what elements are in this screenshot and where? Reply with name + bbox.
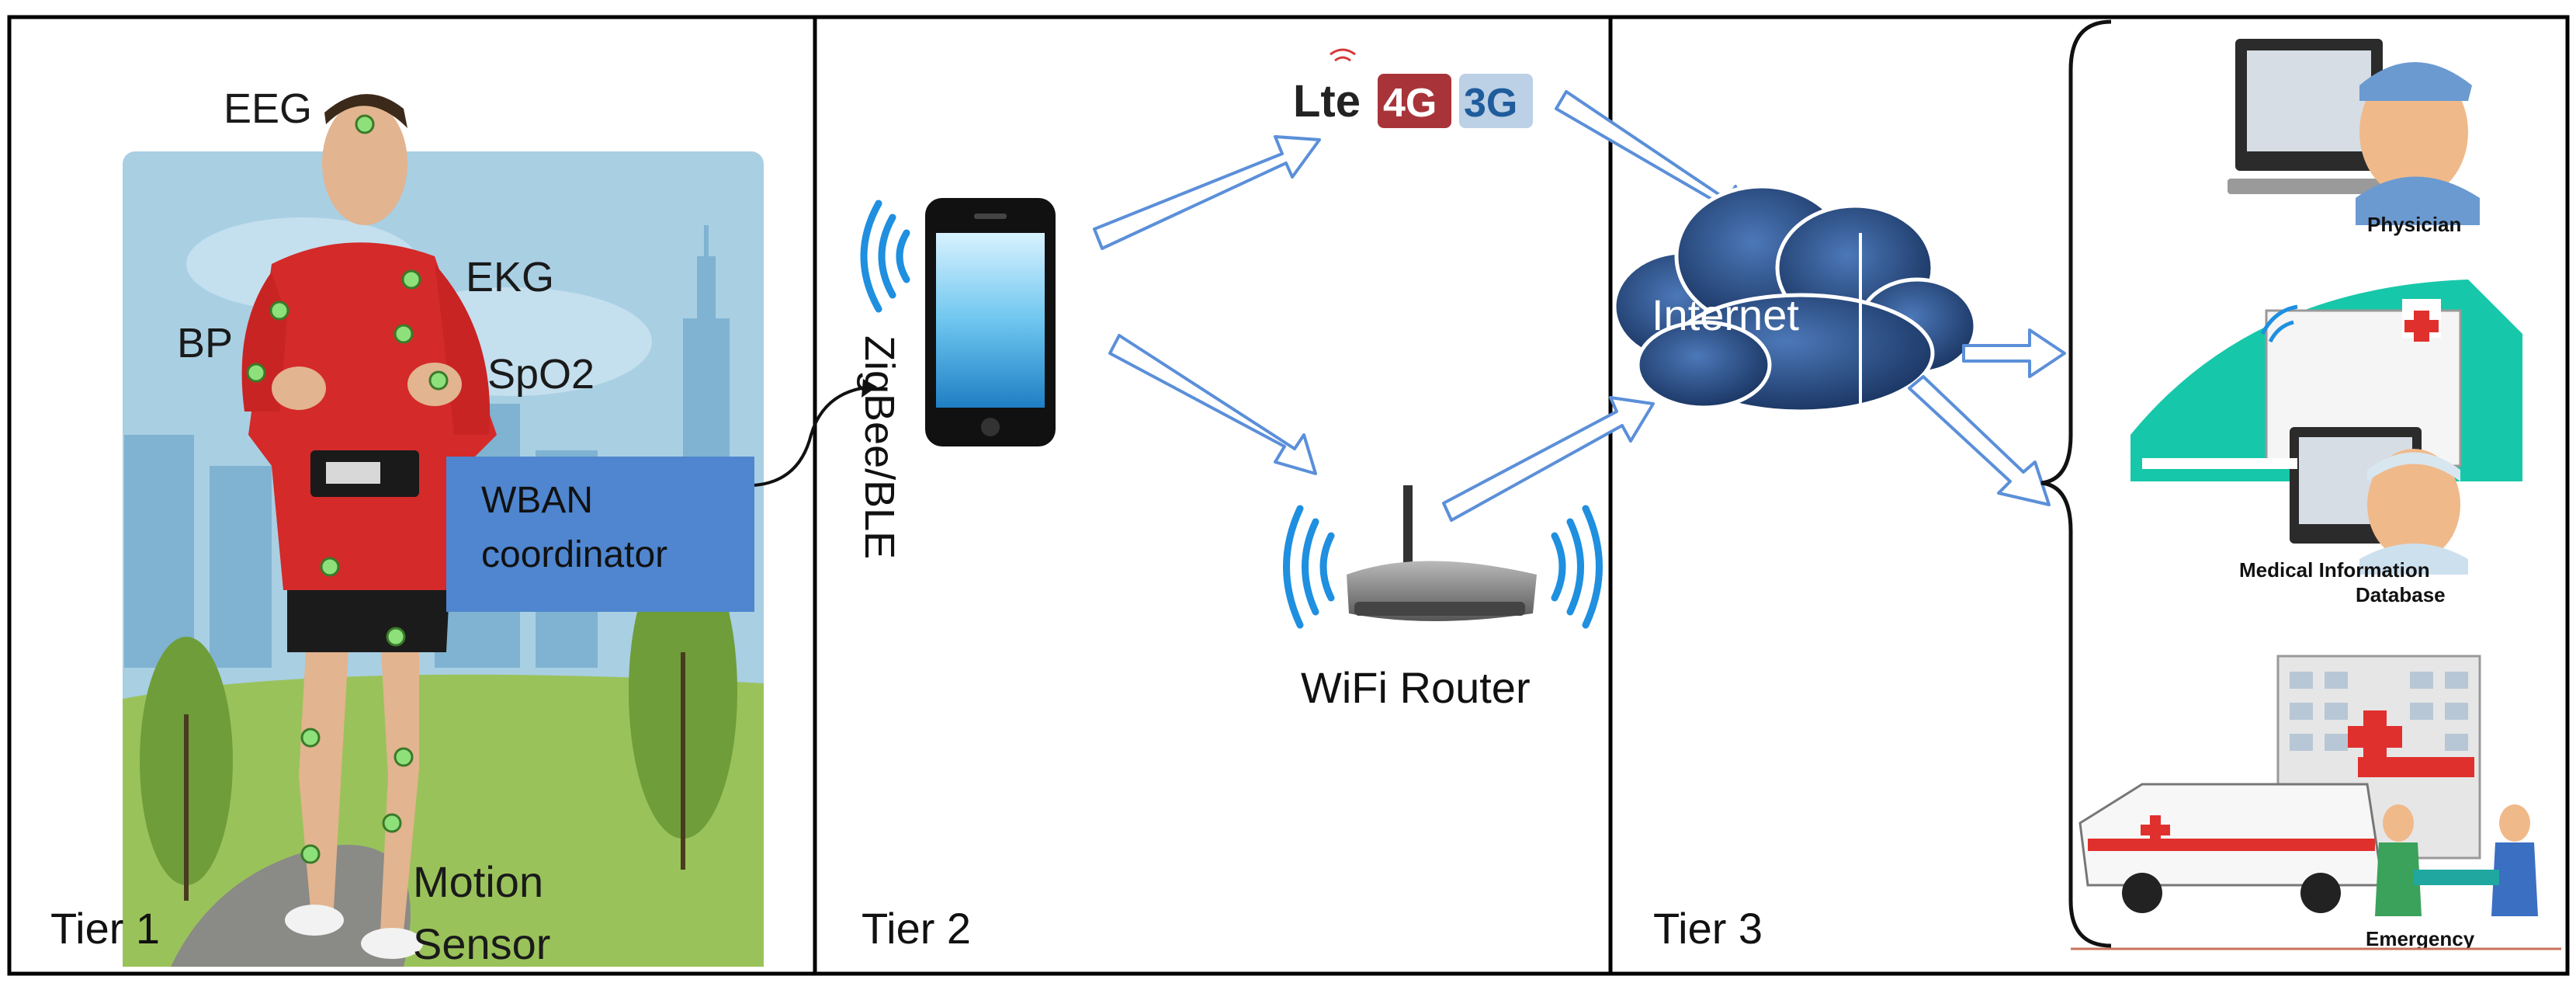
3g-label: 3G bbox=[1464, 81, 1517, 126]
wifi-router-label: WiFi Router bbox=[1301, 663, 1531, 712]
sensor-label-sensor: Sensor bbox=[413, 919, 550, 968]
emergency-label: Emergency bbox=[2366, 927, 2475, 950]
physician-icon bbox=[2228, 39, 2480, 225]
medical-db-label-line1: Medical Information bbox=[2239, 558, 2430, 582]
wban-coordinator-line2: coordinator bbox=[481, 534, 667, 575]
medical-db-label-line2: Database bbox=[2356, 583, 2446, 606]
wifi-router-icon bbox=[1283, 485, 1603, 629]
4g-label: 4G bbox=[1383, 81, 1437, 126]
medical-database-icon bbox=[2130, 280, 2522, 575]
park-path bbox=[171, 844, 411, 967]
physician-label: Physician bbox=[2367, 213, 2461, 236]
zigbee-ble-label: ZigBee/BLE bbox=[856, 335, 903, 559]
emergency-icon bbox=[2078, 655, 2538, 916]
arrow-router-to-cloud bbox=[1442, 396, 1655, 522]
sensor-label-eeg: EEG bbox=[224, 85, 312, 132]
coordinator-to-phone-link bbox=[754, 387, 862, 487]
link-arrowhead bbox=[862, 379, 877, 398]
tier1-label: Tier 1 bbox=[50, 904, 160, 953]
services-brace bbox=[2040, 19, 2112, 948]
tier3-panel: Internet Physician bbox=[1612, 19, 2561, 953]
tier2-panel: ZigBee/BLE Lte 4G 3G bbox=[856, 48, 1752, 953]
wban-coordinator-line1: WBAN bbox=[481, 480, 593, 521]
sensor-label-motion: Motion bbox=[413, 857, 543, 906]
tier1-panel: EEG EKG BP SpO2 Motion Sensor WBAN coord… bbox=[50, 85, 877, 968]
tree-left bbox=[140, 637, 233, 901]
sensor-label-bp: BP bbox=[177, 320, 233, 366]
cellular-network-badge: Lte 4G 3G bbox=[1293, 48, 1533, 128]
smartphone-icon bbox=[925, 198, 1056, 446]
runner-figure bbox=[241, 94, 497, 959]
arrow-phone-to-router bbox=[1108, 334, 1317, 475]
phone-signal-icon bbox=[860, 200, 910, 313]
tree-right bbox=[629, 544, 737, 870]
lte-label: Lte bbox=[1293, 76, 1361, 127]
arrow-cloud-to-services-1 bbox=[1962, 328, 2066, 378]
internet-label: Internet bbox=[1652, 290, 1799, 339]
wban-coordinator-box bbox=[446, 457, 754, 612]
sensor-label-spo2: SpO2 bbox=[487, 351, 595, 398]
arrow-phone-to-lte bbox=[1093, 135, 1321, 250]
internet-cloud-icon bbox=[1612, 184, 1978, 414]
sensor-dots bbox=[246, 114, 449, 864]
tier2-label: Tier 2 bbox=[862, 904, 971, 953]
tier3-label: Tier 3 bbox=[1653, 904, 1763, 953]
sensor-label-ekg: EKG bbox=[466, 254, 554, 300]
